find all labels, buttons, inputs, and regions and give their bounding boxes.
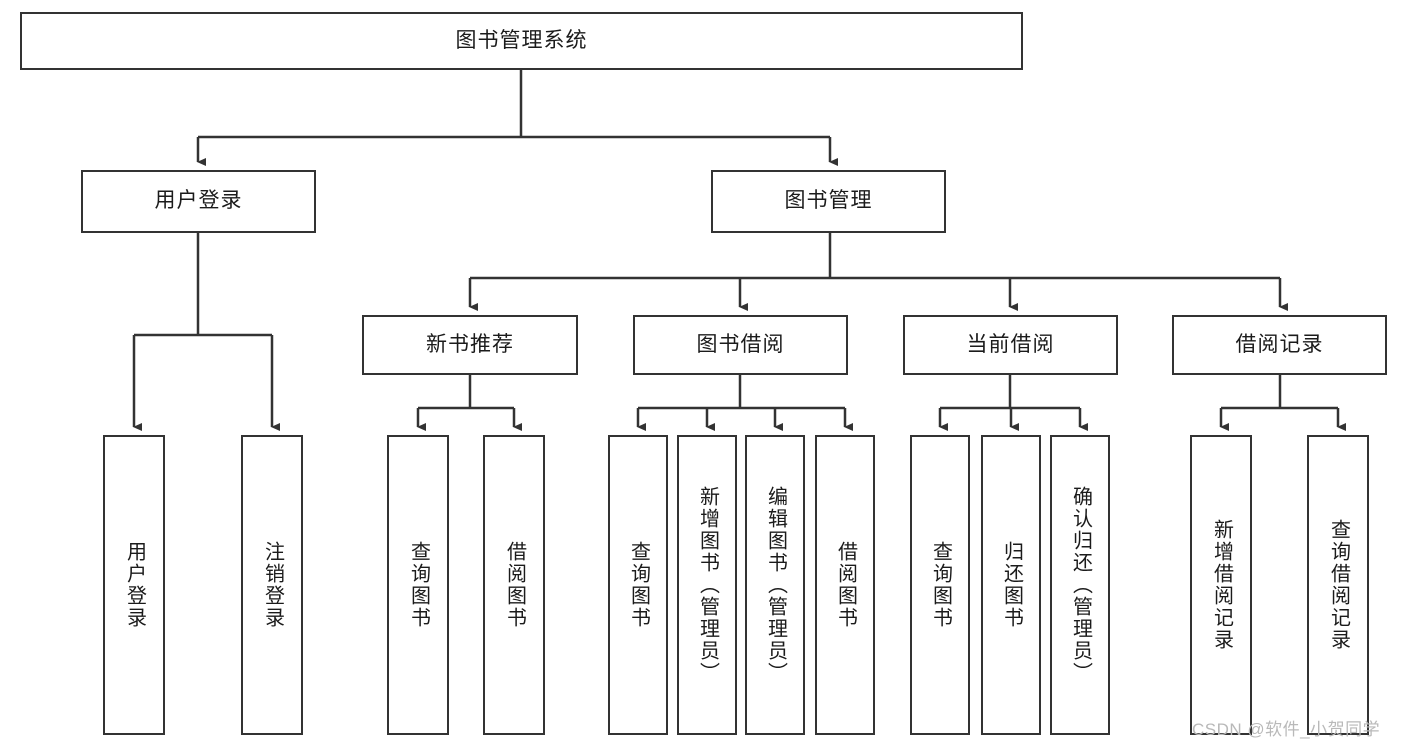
leaf-return-book[interactable]: 归还图书 bbox=[981, 435, 1041, 735]
leaf-confirm-return-admin[interactable]: 确认归还（管理员） bbox=[1050, 435, 1110, 735]
leaf-label: 查询图书 bbox=[407, 541, 430, 629]
node-label: 当前借阅 bbox=[966, 332, 1055, 356]
node-level3-borrow-record[interactable]: 借阅记录 bbox=[1172, 315, 1387, 375]
leaf-label: 用户登录 bbox=[123, 541, 146, 629]
node-label: 借阅记录 bbox=[1235, 332, 1324, 356]
leaf-borrow-book[interactable]: 借阅图书 bbox=[815, 435, 875, 735]
leaf-label: 查询图书 bbox=[627, 541, 650, 629]
node-root[interactable]: 图书管理系统 bbox=[20, 12, 1023, 70]
node-label: 新书推荐 bbox=[426, 332, 514, 356]
leaf-user-logout[interactable]: 注销登录 bbox=[241, 435, 303, 735]
node-root-label: 图书管理系统 bbox=[455, 28, 588, 52]
leaf-label: 借阅图书 bbox=[503, 541, 526, 629]
leaf-user-login[interactable]: 用户登录 bbox=[103, 435, 165, 735]
leaf-edit-book-admin[interactable]: 编辑图书（管理员） bbox=[745, 435, 805, 735]
node-level2-user-login[interactable]: 用户登录 bbox=[81, 170, 316, 233]
leaf-label: 注销登录 bbox=[261, 541, 284, 629]
leaf-label: 查询图书 bbox=[929, 541, 952, 629]
leaf-borrow-book-recommend[interactable]: 借阅图书 bbox=[483, 435, 545, 735]
leaf-query-book-recommend[interactable]: 查询图书 bbox=[387, 435, 449, 735]
node-level2-book-management[interactable]: 图书管理 bbox=[711, 170, 946, 233]
leaf-label: 新增图书（管理员） bbox=[696, 486, 719, 684]
leaf-label: 借阅图书 bbox=[834, 541, 857, 629]
leaf-label: 新增借阅记录 bbox=[1210, 519, 1233, 651]
leaf-add-book-admin[interactable]: 新增图书（管理员） bbox=[677, 435, 737, 735]
leaf-label: 查询借阅记录 bbox=[1327, 519, 1350, 651]
node-label: 图书管理 bbox=[784, 189, 873, 213]
node-level3-new-book-recommend[interactable]: 新书推荐 bbox=[362, 315, 578, 375]
leaf-query-borrow-record[interactable]: 查询借阅记录 bbox=[1307, 435, 1369, 735]
csdn-watermark: CSDN @软件_小贺同学 bbox=[1192, 720, 1381, 739]
node-label: 图书借阅 bbox=[696, 332, 785, 356]
leaf-query-book-current[interactable]: 查询图书 bbox=[910, 435, 970, 735]
leaf-add-borrow-record[interactable]: 新增借阅记录 bbox=[1190, 435, 1252, 735]
node-label: 用户登录 bbox=[154, 189, 243, 213]
leaf-label: 确认归还（管理员） bbox=[1069, 486, 1092, 684]
leaf-label: 归还图书 bbox=[1000, 541, 1023, 629]
node-level3-book-borrow[interactable]: 图书借阅 bbox=[633, 315, 848, 375]
node-level3-current-borrow[interactable]: 当前借阅 bbox=[903, 315, 1118, 375]
leaf-label: 编辑图书（管理员） bbox=[764, 486, 787, 684]
leaf-query-book-borrow[interactable]: 查询图书 bbox=[608, 435, 668, 735]
